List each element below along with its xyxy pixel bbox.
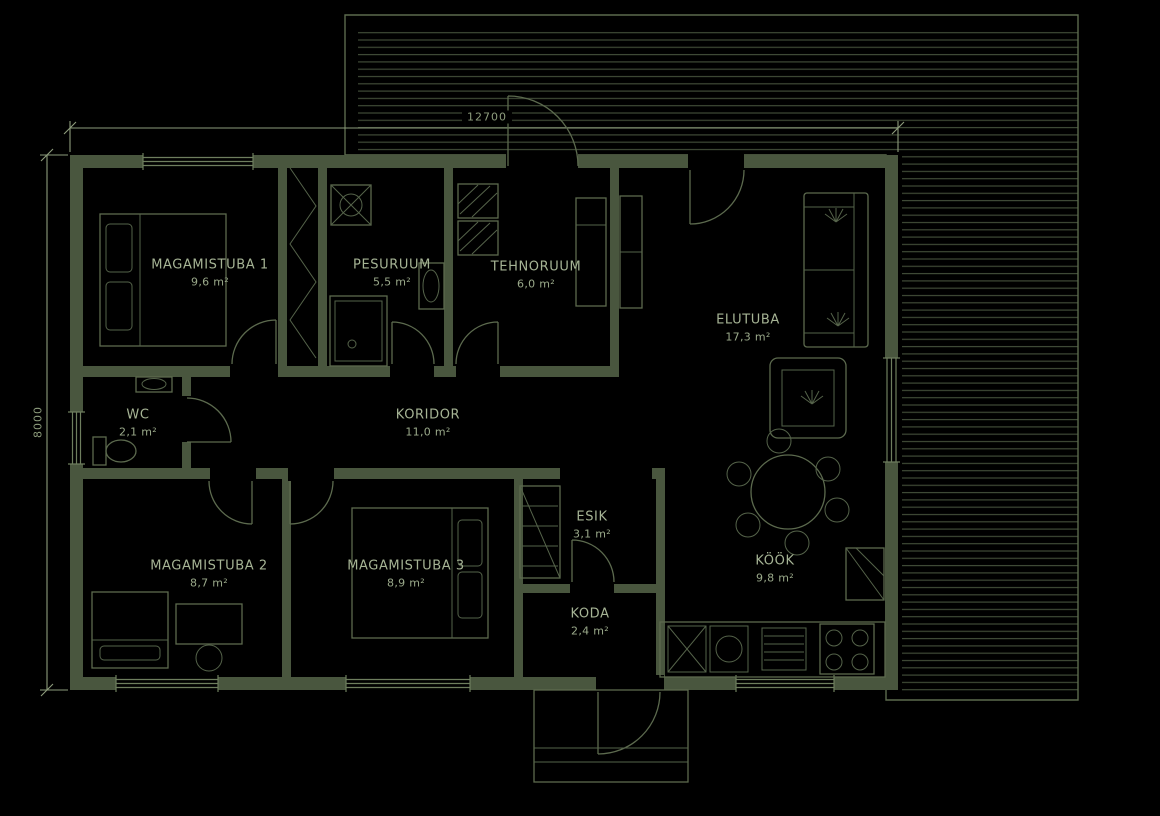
window-bedroom3 <box>345 675 471 692</box>
desk-bedroom2 <box>175 603 243 672</box>
window-livingroom-right <box>883 357 900 463</box>
dining-table <box>726 428 850 556</box>
room-area: 6,0 m² <box>517 277 555 291</box>
door-bedroom1 <box>231 319 277 365</box>
doors <box>186 95 745 755</box>
room-area: 9,8 m² <box>756 571 794 585</box>
room-label-koda: KODA 2,4 m² <box>570 607 609 638</box>
door-koda-esik <box>571 539 615 583</box>
kitchen-corner-unit <box>845 547 885 601</box>
sink-wc <box>135 376 173 393</box>
room-area: 9,6 m² <box>191 275 229 289</box>
door-deck <box>689 169 745 225</box>
window-wc <box>68 411 85 465</box>
room-area: 17,3 m² <box>725 330 771 344</box>
door-tehnoruum <box>455 321 499 365</box>
shower <box>329 295 388 367</box>
electrical-panel <box>457 183 499 256</box>
closet-niche <box>289 167 317 359</box>
washing-machine <box>330 184 372 226</box>
room-label-esik: ESIK 3,1 m² <box>573 510 611 541</box>
dimension-line-top <box>63 121 905 152</box>
room-name: KÖÖK <box>755 553 795 569</box>
room-label-wc: WC 2,1 m² <box>119 408 157 439</box>
dimension-line-left <box>40 148 68 697</box>
room-name: PESURUUM <box>353 257 431 273</box>
room-label-elutuba: ELUTUBA 17,3 m² <box>716 313 780 344</box>
room-label-koridor: KORIDOR 11,0 m² <box>396 408 460 439</box>
door-bedroom3 <box>289 480 334 525</box>
bed-bedroom2 <box>91 591 169 669</box>
window-bedroom2 <box>115 675 219 692</box>
window-kitchen <box>735 675 835 692</box>
room-area: 11,0 m² <box>405 425 451 439</box>
room-name: MAGAMISTUBA 3 <box>347 558 465 574</box>
room-name: KODA <box>570 606 610 622</box>
floor <box>70 155 898 690</box>
room-area: 3,1 m² <box>573 527 611 541</box>
room-name: ELUTUBA <box>716 312 780 328</box>
dimension-height-label: 8000 <box>31 401 45 443</box>
windows <box>68 153 900 692</box>
kitchen-counter <box>659 621 886 678</box>
door-tehnoruum-exterior <box>507 95 579 167</box>
room-name: WC <box>126 407 150 423</box>
furniture <box>91 167 886 678</box>
cabinet-livingroom <box>619 195 643 309</box>
bed-bedroom1 <box>99 213 227 347</box>
door-wc <box>186 397 232 443</box>
room-name: TEHNORUUM <box>490 259 582 275</box>
room-name: KORIDOR <box>395 407 461 423</box>
room-area: 5,5 m² <box>373 275 411 289</box>
room-label-magamistuba1: MAGAMISTUBA 1 9,6 m² <box>151 258 269 289</box>
room-name: MAGAMISTUBA 2 <box>150 558 268 574</box>
entrance-porch <box>533 689 689 783</box>
room-label-kook: KÖÖK 9,8 m² <box>755 554 794 585</box>
room-label-magamistuba2: MAGAMISTUBA 2 8,7 m² <box>150 559 268 590</box>
door-bedroom2 <box>208 480 253 525</box>
room-area: 2,1 m² <box>119 425 157 439</box>
deck-terrace <box>344 14 1079 701</box>
house-structure <box>68 95 900 755</box>
toilet <box>92 436 137 466</box>
door-front <box>597 691 661 755</box>
room-name: MAGAMISTUBA 1 <box>151 257 269 273</box>
bed-bedroom3 <box>351 507 489 639</box>
room-name: ESIK <box>576 509 608 525</box>
sink-pesuruum <box>418 262 445 310</box>
boiler <box>575 197 607 307</box>
room-label-magamistuba3: MAGAMISTUBA 3 8,9 m² <box>347 559 465 590</box>
wardrobe-esik <box>519 485 561 579</box>
room-label-tehnoruum: TEHNORUUM 6,0 m² <box>491 260 582 291</box>
door-pesuruum <box>391 321 435 365</box>
room-label-pesuruum: PESURUUM 5,5 m² <box>353 258 431 289</box>
window-bedroom1 <box>142 153 254 170</box>
room-area: 8,7 m² <box>190 576 228 590</box>
stove <box>819 623 875 675</box>
armchair <box>769 357 847 439</box>
room-area: 8,9 m² <box>387 576 425 590</box>
dimension-width-label: 12700 <box>462 110 512 124</box>
room-area: 2,4 m² <box>571 624 609 638</box>
sofa <box>803 192 869 348</box>
